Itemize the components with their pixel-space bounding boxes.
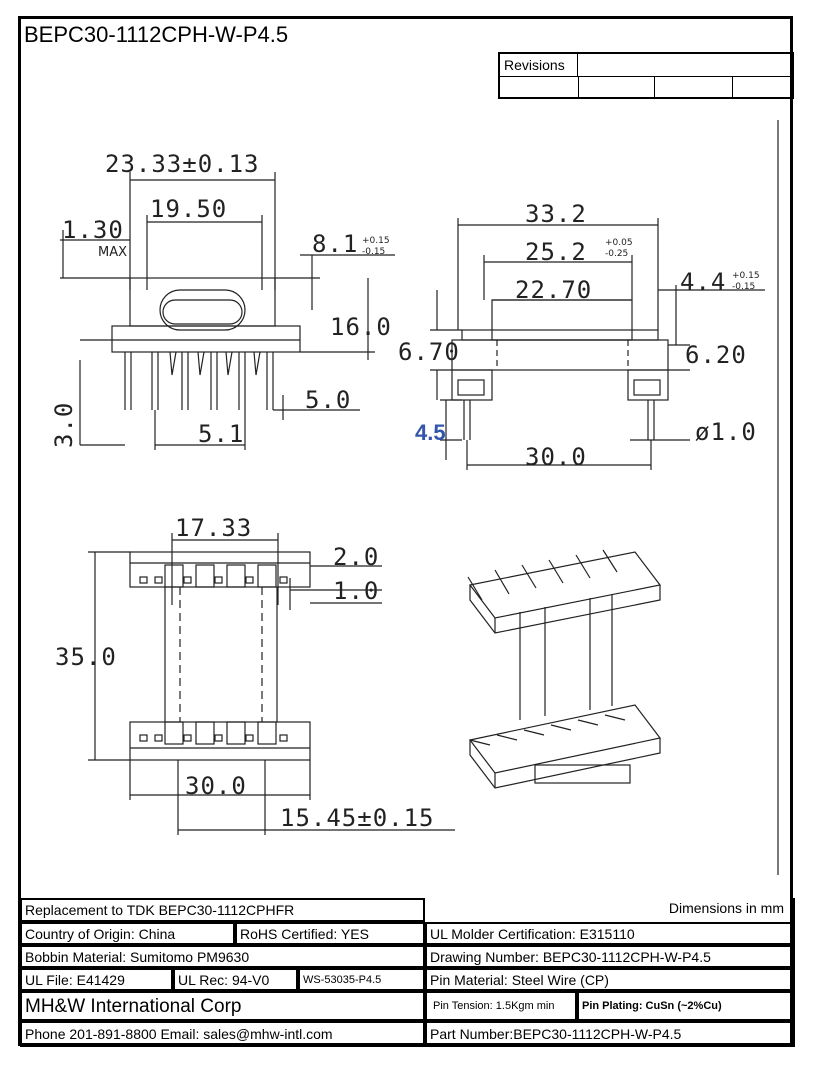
revisions-header-row: Revisions bbox=[500, 54, 792, 77]
revision-cell bbox=[579, 76, 655, 97]
dim-4-4-tol-plus: +0.15 bbox=[732, 271, 760, 281]
dim-4-5: 4.5 bbox=[415, 420, 446, 445]
dim-35-0: 35.0 bbox=[55, 643, 117, 671]
pin-plating-cell: Pin Plating: CuSn (~2%Cu) bbox=[577, 991, 795, 1021]
dim-25-2-tol-plus: +0.05 bbox=[605, 238, 633, 248]
dim-33-2: 33.2 bbox=[525, 200, 587, 228]
ul-file-cell: UL File: E41429 bbox=[20, 968, 173, 991]
ws-cell: WS-53035-P4.5 bbox=[298, 968, 425, 991]
pin-tension-cell: Pin Tension: 1.5Kgm min bbox=[425, 991, 577, 1021]
part-number-cell: Part Number:BEPC30-1112CPH-W-P4.5 bbox=[425, 1021, 795, 1047]
dim-4-4-tol-minus: -0.15 bbox=[732, 282, 755, 292]
revision-cell bbox=[500, 76, 579, 97]
dim-6-70: 6.70 bbox=[398, 338, 460, 366]
drawing-frame bbox=[18, 16, 793, 1046]
dim-25-2: 25.2 bbox=[525, 238, 587, 266]
dim-23-33: 23.33±0.13 bbox=[105, 150, 260, 178]
rohs-cell: RoHS Certified: YES bbox=[235, 922, 425, 945]
company-name: MH&W International Corp bbox=[20, 991, 425, 1021]
revision-cell bbox=[655, 76, 733, 97]
dim-30-0-side: 30.0 bbox=[525, 443, 587, 471]
dim-8-1: 8.1 bbox=[312, 230, 358, 258]
dim-22-70: 22.70 bbox=[515, 276, 592, 304]
dim-8-1-tol-plus: +0.15 bbox=[362, 236, 390, 246]
dim-30-0-top: 30.0 bbox=[185, 772, 247, 800]
dim-25-2-tol-minus: -0.25 bbox=[605, 249, 628, 259]
dim-17-33: 17.33 bbox=[175, 514, 252, 542]
revisions-label: Revisions bbox=[500, 54, 578, 76]
dim-dia-1-0: ø1.0 bbox=[695, 418, 757, 446]
dim-3-0: 3.0 bbox=[50, 402, 78, 448]
dim-4-4: 4.4 bbox=[680, 268, 726, 296]
drawing-number-cell: Drawing Number: BEPC30-1112CPH-W-P4.5 bbox=[425, 945, 795, 968]
dim-1-30: 1.30 bbox=[62, 216, 124, 244]
drawing-title: BEPC30-1112CPH-W-P4.5 bbox=[24, 22, 289, 47]
country-cell: Country of Origin: China bbox=[20, 922, 235, 945]
dim-5-1: 5.1 bbox=[198, 420, 244, 448]
dim-1-30-max: MAX bbox=[98, 245, 127, 260]
dim-15-45: 15.45±0.15 bbox=[280, 804, 435, 832]
ul-molder-cell: UL Molder Certification: E315110 bbox=[425, 922, 795, 945]
contact-cell: Phone 201-891-8800 Email: sales@mhw-intl… bbox=[20, 1021, 425, 1047]
replacement-cell: Replacement to TDK BEPC30-1112CPHFR bbox=[20, 898, 425, 922]
pin-material-cell: Pin Material: Steel Wire (CP) bbox=[425, 968, 795, 991]
dim-5-0: 5.0 bbox=[305, 386, 351, 414]
bobbin-material-cell: Bobbin Material: Sumitomo PM9630 bbox=[20, 945, 425, 968]
dim-8-1-tol-minus: -0.15 bbox=[362, 247, 385, 257]
ul-rec-cell: UL Rec: 94-V0 bbox=[173, 968, 298, 991]
dim-2-0: 2.0 bbox=[333, 543, 379, 571]
dimensions-note: Dimensions in mm bbox=[425, 898, 795, 922]
revisions-table: Revisions bbox=[498, 52, 794, 99]
dim-19-50: 19.50 bbox=[150, 195, 227, 223]
dim-16-0: 16.0 bbox=[330, 313, 392, 341]
dim-1-0: 1.0 bbox=[333, 577, 379, 605]
dim-6-20: 6.20 bbox=[685, 341, 747, 369]
